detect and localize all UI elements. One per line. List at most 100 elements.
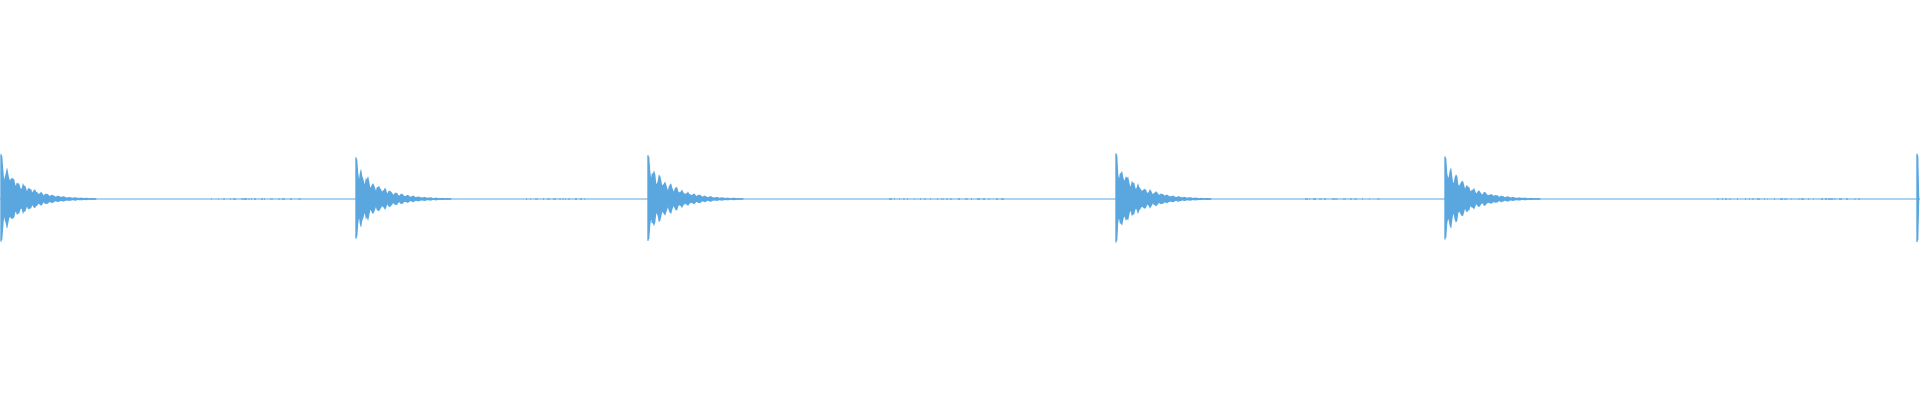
waveform-hit-4 (1115, 153, 1380, 243)
waveform-tail-speck (565, 198, 566, 200)
waveform-tail-speck (977, 198, 980, 200)
waveform-tail-speck (543, 198, 544, 200)
waveform-hit-body (647, 156, 744, 240)
waveform-tail-speck (1749, 198, 1750, 200)
waveform-tail-speck (1737, 198, 1738, 200)
waveform-tail-speck (920, 198, 921, 200)
waveform-tail-speck (244, 198, 247, 200)
waveform-tail-speck (559, 198, 561, 200)
waveform-tail-speck (889, 198, 892, 200)
waveform-tail-speck (1839, 198, 1842, 200)
waveform-tail-speck (1854, 198, 1856, 200)
waveform-tail-speck (580, 198, 582, 200)
waveform-tail-speck (241, 198, 244, 200)
waveform-tail-speck (1858, 198, 1860, 200)
waveform-tail-speck (1780, 198, 1783, 200)
waveform-tail-speck (1764, 198, 1765, 200)
waveform-tail-speck (971, 198, 972, 200)
waveform-tail-speck (211, 198, 212, 200)
waveform-tail-speck (264, 198, 265, 200)
waveform-tail-speck (254, 198, 256, 200)
waveform-tail-speck (1808, 198, 1809, 200)
waveform-tail-speck (924, 198, 926, 200)
waveform-tail-speck (1725, 198, 1727, 200)
waveform-tail-speck (988, 198, 990, 200)
waveform-tail-speck (1309, 198, 1310, 200)
waveform-tail-speck (903, 198, 905, 200)
waveform-tail-speck (1722, 198, 1723, 200)
waveform-tail-speck (1828, 198, 1831, 200)
waveform-tail-speck (1729, 198, 1731, 200)
waveform-tail-speck (230, 198, 231, 200)
waveform-tail-speck (899, 198, 900, 200)
waveform-tail-speck (930, 198, 931, 200)
waveform-tail-speck (1767, 198, 1768, 200)
waveform-tail-speck (298, 198, 301, 200)
waveform-tail-speck (941, 198, 944, 200)
waveform-tail-speck (1825, 198, 1827, 200)
waveform-hit-2 (355, 157, 585, 239)
waveform-tail-speck (1324, 198, 1326, 200)
waveform-tail-speck (1752, 198, 1754, 200)
waveform-tail-speck (1332, 198, 1335, 200)
waveform-tail-speck (270, 198, 273, 200)
waveform-tail-speck (1305, 198, 1308, 200)
waveform-tail-speck (223, 198, 225, 200)
waveform-tail-speck (996, 198, 998, 200)
waveform-tail-speck (282, 198, 285, 200)
waveform-tail-speck (894, 198, 895, 200)
waveform-tail-speck (958, 198, 960, 200)
waveform-tail-speck (1813, 198, 1814, 200)
waveform-tail-speck (562, 198, 564, 200)
waveform-tail-speck (1774, 198, 1775, 200)
waveform-tail-speck (261, 198, 263, 200)
waveform-tail-speck (278, 198, 280, 200)
waveform-tail-speck (526, 198, 527, 200)
waveform-tail-speck (1784, 198, 1787, 200)
waveform-tail-speck (1757, 198, 1760, 200)
waveform-tail-speck (983, 198, 985, 200)
waveform-tail-speck (1313, 198, 1316, 200)
waveform-tail-speck (914, 198, 915, 200)
waveform-tail-speck (1831, 198, 1833, 200)
waveform-tail-speck (584, 198, 585, 200)
waveform-hit-body (1115, 155, 1212, 241)
waveform-tail-speck (950, 198, 952, 200)
waveform-tail-speck (553, 198, 556, 200)
waveform-hit-3 (647, 155, 1004, 241)
waveform-hits (0, 153, 1920, 243)
waveform-tail-speck (1335, 198, 1338, 200)
waveform-tail-speck (251, 198, 252, 200)
waveform-tail-speck (1377, 198, 1380, 200)
waveform-tail-speck (547, 198, 550, 200)
waveform-tail-speck (568, 198, 570, 200)
waveform-hit-body (0, 156, 97, 240)
waveform-tail-speck (1717, 198, 1719, 200)
waveform-tail-speck (233, 198, 236, 200)
waveform-hit-1 (0, 154, 301, 242)
waveform-tail-speck (1369, 198, 1370, 200)
waveform-tail-speck (530, 198, 531, 200)
waveform-tail-speck (218, 198, 219, 200)
waveform-tail-speck (1834, 198, 1836, 200)
waveform-hit-5 (1444, 156, 1860, 240)
waveform-tail-speck (1354, 198, 1357, 200)
waveform-hit-6 (1916, 153, 1920, 243)
waveform-tail-speck (1821, 198, 1823, 200)
waveform-tail-speck (1343, 198, 1346, 200)
waveform-tail-speck (1319, 198, 1322, 200)
waveform-hit-body (355, 159, 452, 237)
waveform-tail-speck (1801, 198, 1804, 200)
waveform-tail-speck (907, 198, 908, 200)
waveform-tail-speck (1745, 198, 1746, 200)
waveform-hit-body (1444, 158, 1541, 238)
waveform-tail-speck (1362, 198, 1363, 200)
waveform-tail-speck (937, 198, 938, 200)
waveform-tail-speck (1001, 198, 1004, 200)
waveform-tail-speck (946, 198, 948, 200)
waveform-tail-speck (1846, 198, 1848, 200)
waveform-tail-speck (1350, 198, 1352, 200)
waveform-tail-speck (1798, 198, 1800, 200)
